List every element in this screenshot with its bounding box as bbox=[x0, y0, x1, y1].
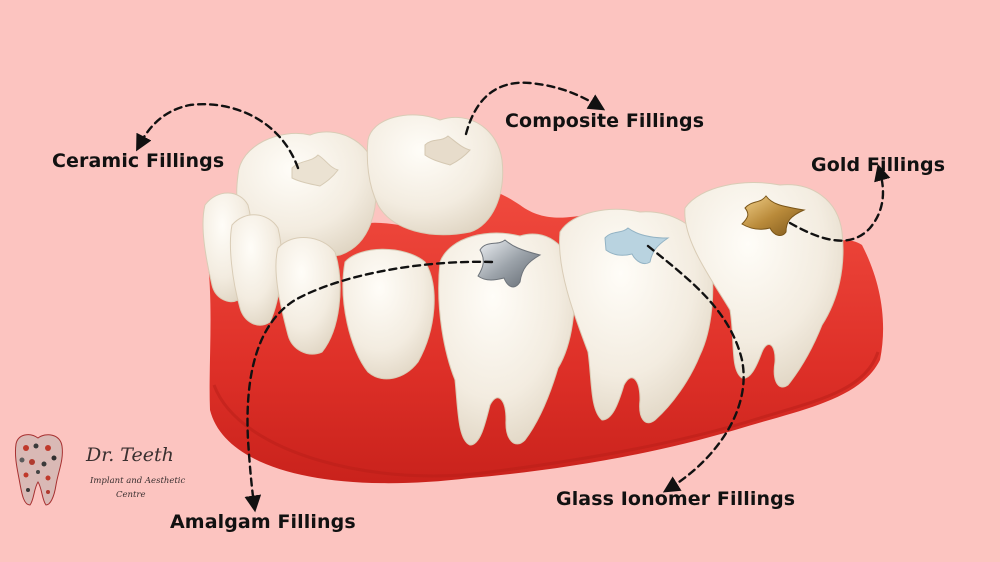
arrow-composite bbox=[464, 81, 606, 136]
tooth-gold bbox=[684, 182, 844, 388]
tooth-glass-ionomer bbox=[558, 208, 714, 424]
label-gold-fillings: Gold Fillings bbox=[811, 154, 946, 176]
tooth-incisor-2 bbox=[229, 214, 283, 326]
logo-name: Dr. Teeth bbox=[86, 444, 174, 466]
label-amalgam-fillings: Amalgam Fillings bbox=[170, 511, 356, 533]
arrow-gold bbox=[788, 163, 891, 242]
label-composite-fillings: Composite Fillings bbox=[505, 110, 705, 132]
tooth-composite bbox=[366, 114, 504, 236]
tooth-amalgam bbox=[438, 232, 575, 446]
arrow-amalgam bbox=[244, 260, 494, 513]
logo-subtitle-line2: Centre bbox=[116, 490, 146, 500]
tooth-premolar-front bbox=[342, 248, 435, 380]
label-glass-ionomer-fillings: Glass Ionomer Fillings bbox=[556, 488, 796, 510]
arrow-ceramic bbox=[136, 103, 300, 170]
logo-icon bbox=[15, 434, 63, 506]
arrow-glass-ionomer bbox=[646, 244, 745, 493]
amalgam-filling bbox=[477, 239, 542, 288]
label-ceramic-fillings: Ceramic Fillings bbox=[52, 150, 225, 172]
gold-filling bbox=[741, 195, 806, 236]
ceramic-filling bbox=[291, 154, 339, 187]
logo-subtitle-line1: Implant and Aesthetic bbox=[90, 476, 186, 486]
tooth-canine-1 bbox=[275, 236, 341, 355]
gum-front-edge bbox=[212, 351, 880, 478]
composite-filling bbox=[424, 135, 471, 166]
